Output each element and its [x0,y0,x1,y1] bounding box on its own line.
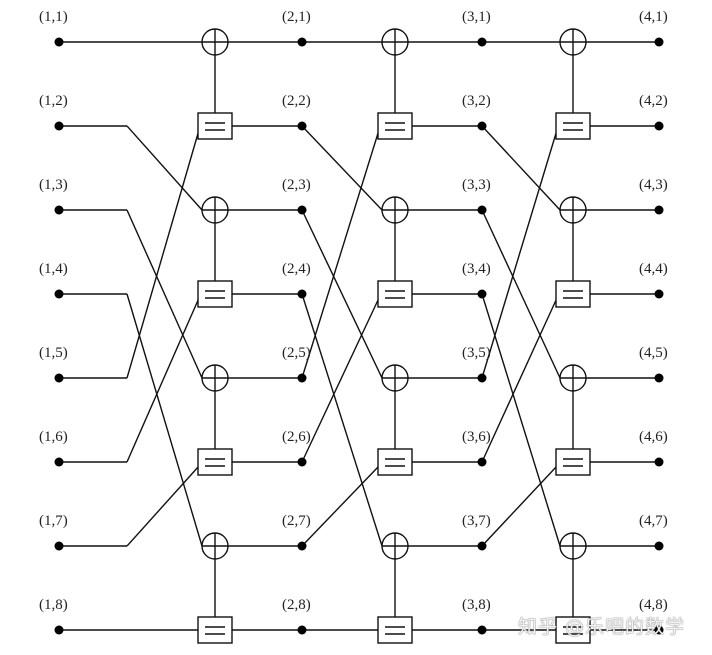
node-dot [54,37,64,47]
shuffle-wire [126,125,203,211]
node-label: (1,2) [39,93,68,109]
shuffle-wire [301,465,380,547]
node-dot [54,625,64,635]
node-label: (2,8) [282,597,311,613]
node-label: (3,7) [462,513,491,529]
node-dot [54,121,64,131]
node-label: (4,8) [639,597,668,613]
node-dot [477,121,487,131]
node-label: (3,5) [462,345,491,361]
copy-gate-icon [555,448,591,476]
node-label: (4,1) [639,9,668,25]
node-label: (2,6) [282,429,311,445]
node-label: (3,4) [462,261,491,277]
node-dot [297,205,307,215]
node-dot [654,541,664,551]
node-dot [654,205,664,215]
node-dot [297,373,307,383]
node-label: (4,3) [639,177,668,193]
shuffle-wire [481,297,558,463]
node-label: (2,7) [282,513,311,529]
shuffle-wire [481,209,561,379]
node-label: (1,6) [39,429,68,445]
shuffle-wire [126,465,200,547]
copy-gate-icon [377,280,413,308]
node-label: (4,7) [639,513,668,529]
node-label: (3,1) [462,9,491,25]
node-label: (1,4) [39,261,68,277]
shuffle-wire [301,209,383,379]
node-label: (4,6) [639,429,668,445]
node-dot [54,373,64,383]
node-dot [477,289,487,299]
shuffle-wire [481,125,561,211]
node-label: (3,8) [462,597,491,613]
shuffle-wire [301,297,380,463]
node-dot [297,457,307,467]
node-dot [297,37,307,47]
node-label: (3,6) [462,429,491,445]
node-label: (1,5) [39,345,68,361]
watermark: 知乎 @乐吧的数学 [518,616,686,638]
shuffle-wire [126,129,200,379]
node-dot [54,205,64,215]
node-dot [477,457,487,467]
node-dot [54,541,64,551]
node-label: (2,4) [282,261,311,277]
node-label: (3,2) [462,93,491,109]
node-label: (2,5) [282,345,311,361]
shuffle-wire [481,465,558,547]
shuffle-wire [301,293,383,547]
node-dot [297,541,307,551]
copy-gate-icon [555,280,591,308]
node-label: (4,2) [639,93,668,109]
copy-gate-icon [555,112,591,140]
node-dot [54,457,64,467]
copy-gate-icon [377,112,413,140]
node-dot [477,37,487,47]
copy-gate-icon [197,112,233,140]
node-dot [54,289,64,299]
shuffle-wire [126,297,200,463]
node-dot [477,541,487,551]
node-label: (1,8) [39,597,68,613]
node-label: (4,4) [639,261,668,277]
node-dot [654,289,664,299]
copy-gate-icon [377,616,413,644]
node-label: (1,7) [39,513,68,529]
node-dot [477,205,487,215]
node-label: (1,3) [39,177,68,193]
node-dot [654,37,664,47]
node-dot [297,289,307,299]
copy-gate-icon [377,448,413,476]
shuffle-wire [301,125,383,211]
node-dot [654,373,664,383]
copy-gate-icon [197,448,233,476]
shuffle-wire [301,129,380,379]
node-label: (2,1) [282,9,311,25]
node-dot [477,625,487,635]
node-dot [654,457,664,467]
shuffle-wire [481,129,558,379]
node-label: (2,2) [282,93,311,109]
shuffle-wire [126,209,203,379]
node-dot [297,625,307,635]
node-dot [477,373,487,383]
shuffle-wire [126,293,203,547]
node-dot [654,121,664,131]
copy-gate-icon [197,280,233,308]
shuffle-wire [481,293,561,547]
copy-gate-icon [197,616,233,644]
node-label: (3,3) [462,177,491,193]
node-label: (4,5) [639,345,668,361]
node-label: (2,3) [282,177,311,193]
node-dot [654,625,664,635]
node-dot [297,121,307,131]
copy-gate-icon [555,616,591,644]
node-label: (1,1) [39,9,68,25]
